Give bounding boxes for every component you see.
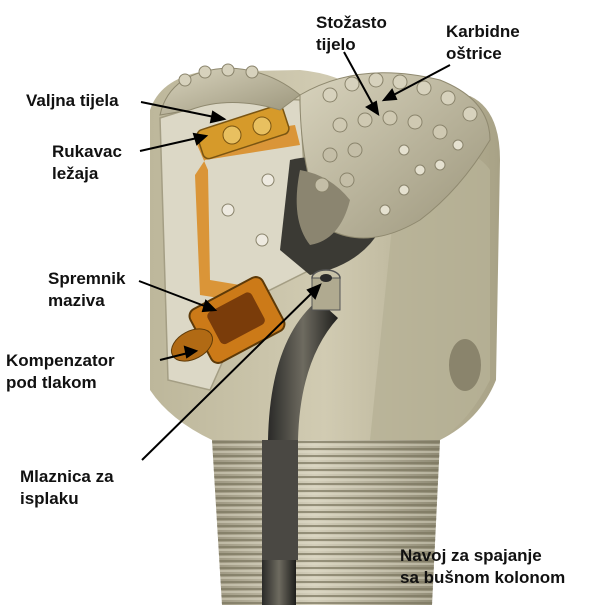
label-line: Valjna tijela bbox=[26, 90, 119, 112]
label-line: pod tlakom bbox=[6, 372, 115, 394]
label-pressure-compensator: Kompenzator pod tlakom bbox=[6, 350, 115, 394]
label-nozzle: Mlaznica za isplaku bbox=[20, 466, 114, 510]
label-line: tijelo bbox=[316, 34, 387, 56]
label-line: Rukavac bbox=[52, 141, 122, 163]
label-line: maziva bbox=[48, 290, 125, 312]
label-line: Karbidne bbox=[446, 21, 520, 43]
label-line: Mlaznica za bbox=[20, 466, 114, 488]
label-pin-thread: Navoj za spajanje sa bušnom kolonom bbox=[400, 545, 565, 589]
label-line: sa bušnom kolonom bbox=[400, 567, 565, 589]
label-bearing-journal: Rukavac ležaja bbox=[52, 141, 122, 185]
label-line: Stožasto bbox=[316, 12, 387, 34]
label-roller-elements: Valjna tijela bbox=[26, 90, 119, 112]
label-line: ležaja bbox=[52, 163, 122, 185]
label-line: Spremnik bbox=[48, 268, 125, 290]
label-lubricant-reservoir: Spremnik maziva bbox=[48, 268, 125, 312]
label-line: Navoj za spajanje bbox=[400, 545, 565, 567]
label-line: Kompenzator bbox=[6, 350, 115, 372]
label-line: oštrice bbox=[446, 43, 520, 65]
roller-element bbox=[253, 117, 271, 135]
label-line: isplaku bbox=[20, 488, 114, 510]
roller-element bbox=[223, 126, 241, 144]
label-carbide-inserts: Karbidne oštrice bbox=[446, 21, 520, 65]
label-cone-body: Stožasto tijelo bbox=[316, 12, 387, 56]
